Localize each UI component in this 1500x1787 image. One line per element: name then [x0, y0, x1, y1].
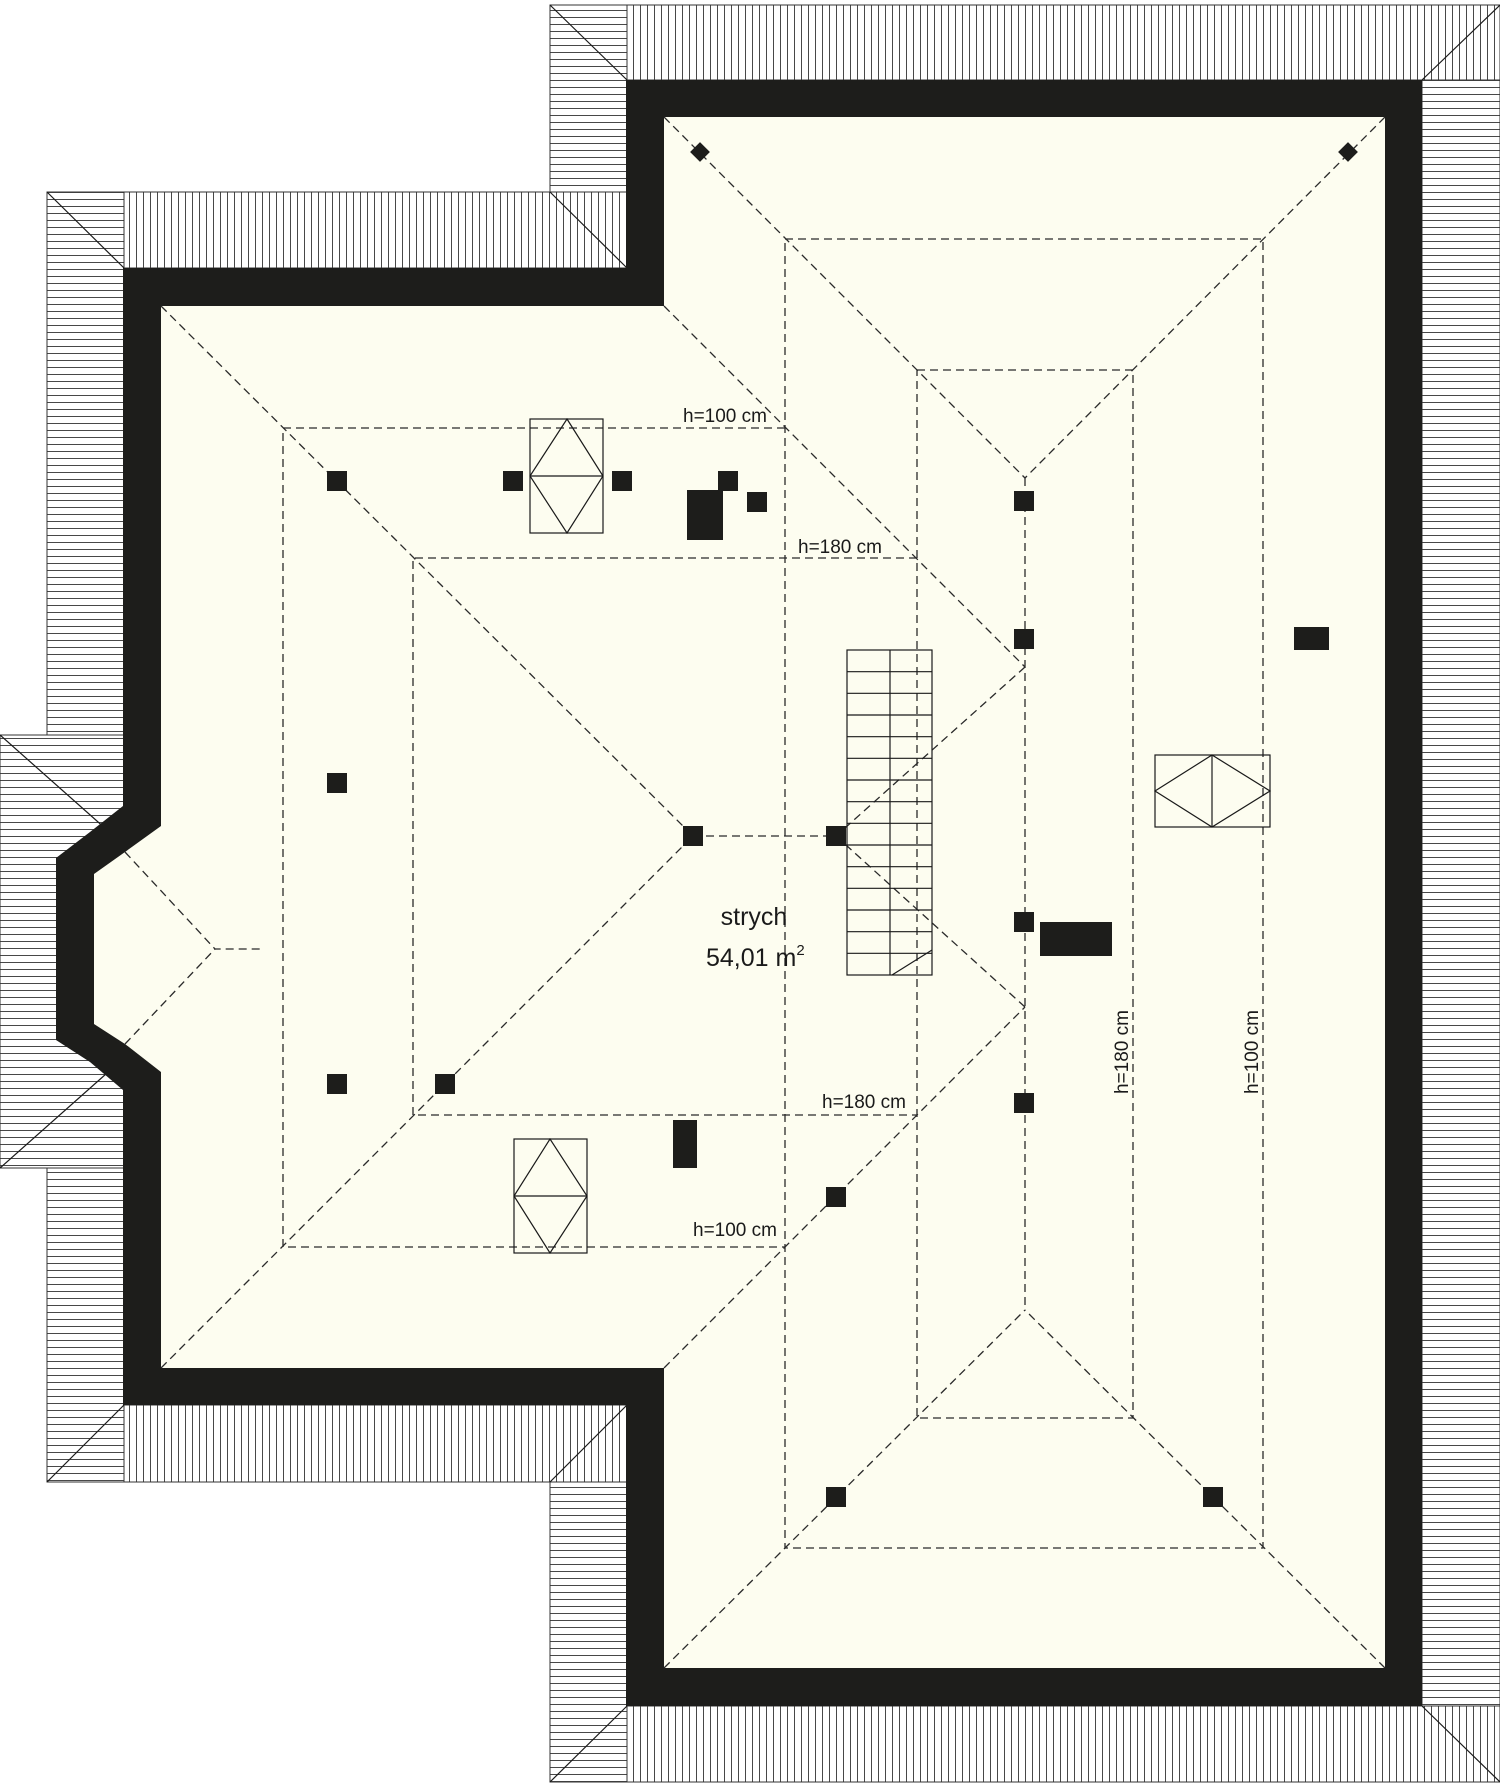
- chimney: [1294, 627, 1329, 650]
- eave-wing-top: [46, 191, 628, 269]
- post: [503, 471, 523, 491]
- post: [1203, 1487, 1223, 1507]
- post: [327, 471, 347, 491]
- post: [327, 773, 347, 793]
- eave-bottom: [549, 1705, 1500, 1783]
- room-label: strych 54,01 m2: [706, 903, 805, 972]
- roof-window-north: [529, 417, 604, 535]
- roof-lines: [124, 116, 1386, 1669]
- post: [683, 826, 703, 846]
- post: [826, 1487, 846, 1507]
- post: [612, 471, 632, 491]
- staircase: [846, 649, 933, 976]
- dimension-labels: h=100 cm h=180 cm h=180 cm h=100 cm h=18…: [683, 406, 1263, 1241]
- dim-label-north-outer: h=100 cm: [683, 406, 767, 427]
- post: [747, 492, 767, 512]
- post: [1014, 912, 1034, 932]
- chimney: [1040, 922, 1112, 956]
- attic-floor: [94, 117, 1385, 1668]
- post: [826, 826, 846, 846]
- room-area-unit-superscript: 2: [796, 942, 804, 959]
- post: [718, 471, 738, 491]
- dim-label-north-inner: h=180 cm: [798, 537, 882, 558]
- chimney: [687, 490, 723, 540]
- dim-label-south-outer: h=100 cm: [693, 1220, 777, 1241]
- post: [1014, 1093, 1034, 1113]
- post-diamond: [1338, 142, 1358, 162]
- roof-window-east: [1153, 754, 1272, 828]
- post: [1014, 491, 1034, 511]
- post: [1014, 629, 1034, 649]
- eave-right: [1421, 79, 1500, 1707]
- eave-wing-bottom: [46, 1404, 628, 1483]
- room-area-value: 54,01 m: [706, 944, 796, 972]
- post: [435, 1074, 455, 1094]
- dim-label-east-inner: h=180 cm: [1112, 1010, 1133, 1094]
- room-name: strych: [721, 903, 788, 931]
- post: [327, 1074, 347, 1094]
- chimney: [673, 1120, 697, 1168]
- eave-top: [549, 4, 1500, 81]
- room-area: 54,01 m2: [706, 942, 805, 972]
- structural-posts: [327, 142, 1358, 1507]
- dim-label-east-outer: h=100 cm: [1242, 1010, 1263, 1094]
- dim-label-south-inner: h=180 cm: [822, 1092, 906, 1113]
- roof-window-south: [513, 1137, 588, 1255]
- post: [826, 1187, 846, 1207]
